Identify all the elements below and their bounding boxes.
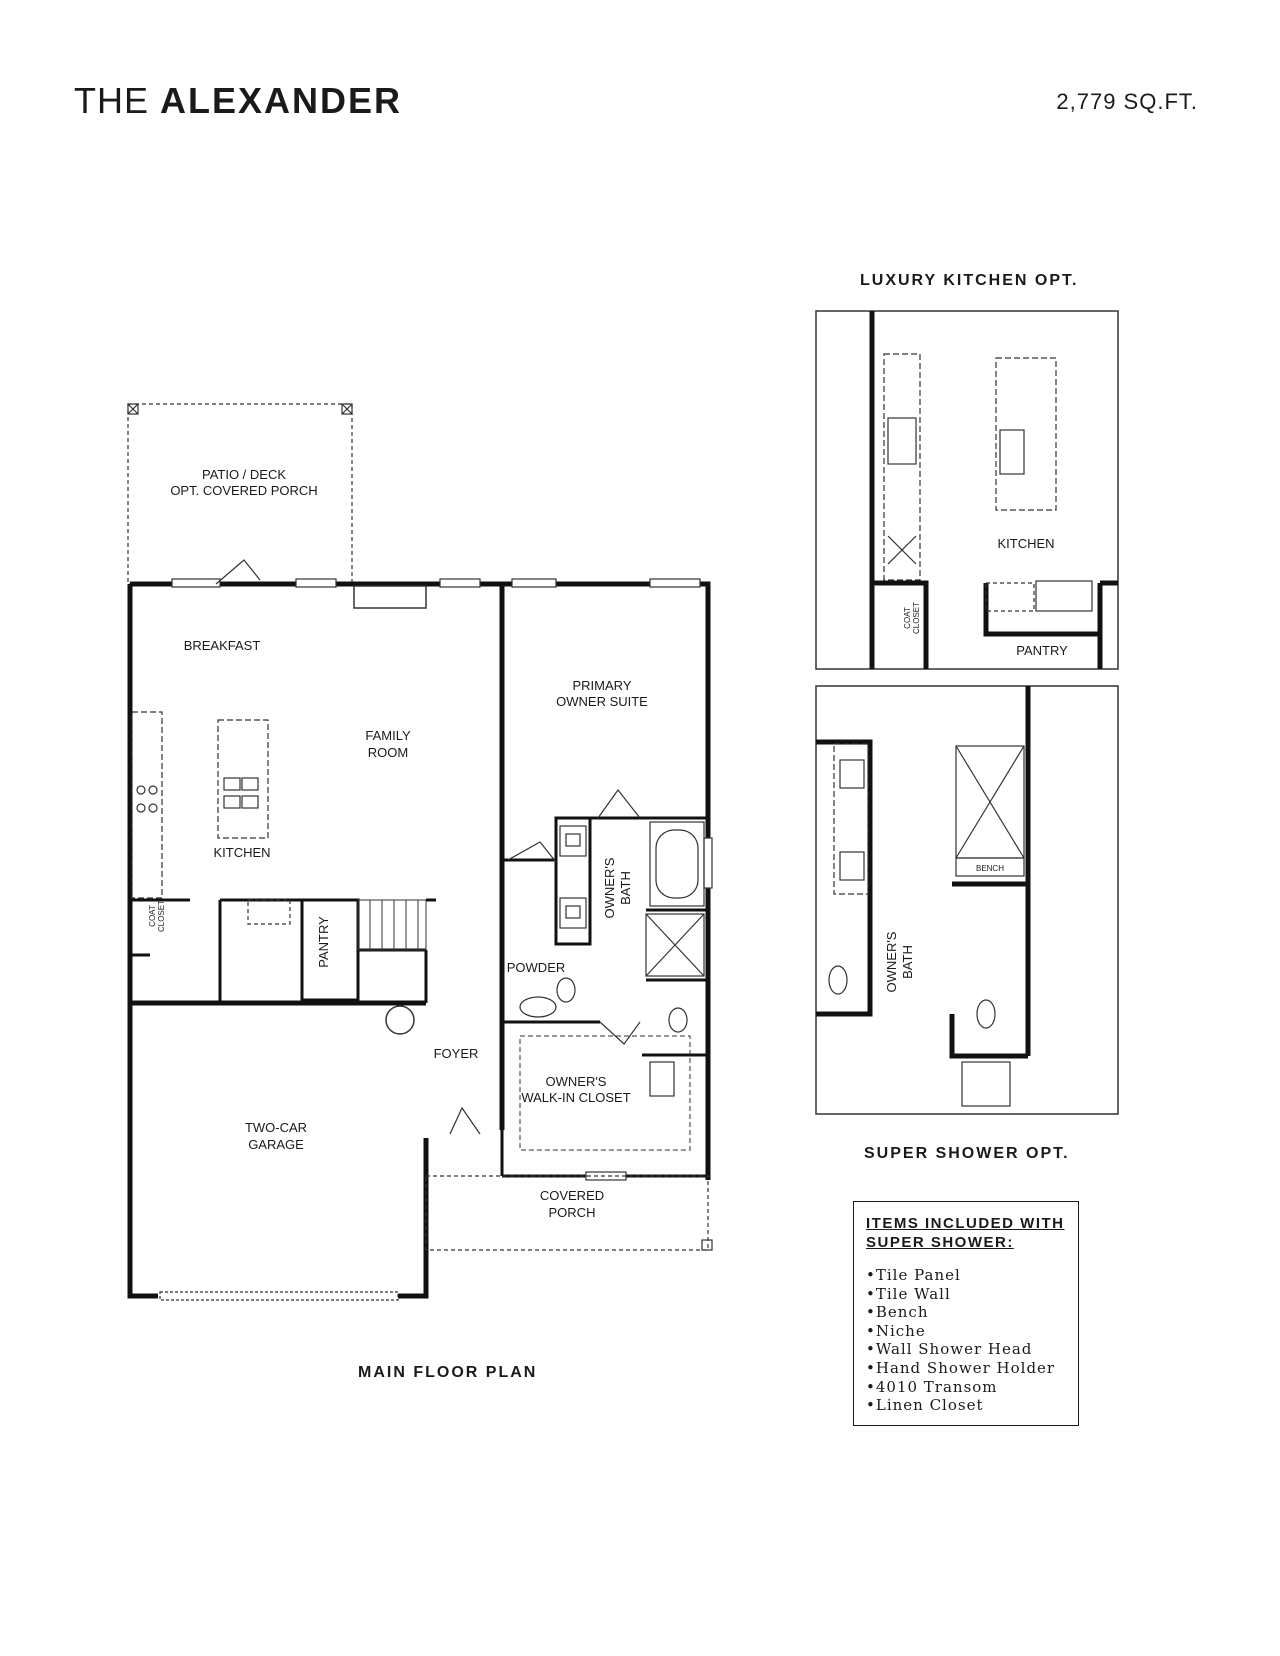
luxury-kitchen-fixtures — [883, 353, 1093, 612]
legend-item: Niche — [866, 1322, 1066, 1341]
walk-in-closet-label-line1: OWNER'S — [546, 1074, 607, 1089]
coat-closet-label-line1: COAT — [148, 905, 157, 927]
closet-shelving — [519, 1035, 691, 1151]
legend-title-line1: ITEMS INCLUDED WITH — [866, 1215, 1065, 1232]
legend-item: Hand Shower Holder — [866, 1359, 1066, 1378]
walk-in-closet-label-line2: WALK-IN CLOSET — [521, 1090, 630, 1105]
primary-suite-label-line2: OWNER SUITE — [556, 694, 648, 709]
patio-label-line2: OPT. COVERED PORCH — [170, 483, 317, 498]
legend-title-line2: SUPER SHOWER: — [866, 1234, 1014, 1251]
bench-label: BENCH — [976, 864, 1004, 873]
windows — [159, 578, 713, 1301]
super-shower-fixtures — [828, 743, 1025, 1107]
powder-label: POWDER — [507, 960, 566, 975]
luxury-coat-closet-line1: COAT — [903, 607, 912, 629]
super-shower-walls — [816, 686, 1031, 1059]
legend-item: 4010 Transom — [866, 1378, 1066, 1397]
legend-item: Wall Shower Head — [866, 1340, 1066, 1359]
super-shower-items-box: ITEMS INCLUDED WITH SUPER SHOWER: Tile P… — [853, 1201, 1079, 1426]
family-room-label-line1: FAMILY — [365, 728, 411, 743]
owners-bath-label-line2: BATH — [618, 871, 633, 905]
legend-item: Tile Wall — [866, 1285, 1066, 1304]
covered-porch-label-line1: COVERED — [540, 1188, 604, 1203]
pantry-label: PANTRY — [316, 916, 331, 968]
stairs — [357, 899, 427, 951]
garage-label-line2: GARAGE — [248, 1137, 304, 1152]
breakfast-label: BREAKFAST — [184, 638, 261, 653]
super-shower-bath-line1: OWNER'S — [884, 931, 899, 992]
luxury-kitchen-label: KITCHEN — [997, 536, 1054, 551]
kitchen-label: KITCHEN — [213, 845, 270, 860]
kitchen-fixtures — [131, 711, 291, 925]
legend-items: Tile Panel Tile Wall Bench Niche Wall Sh… — [866, 1266, 1066, 1415]
super-shower-bath-line2: BATH — [900, 945, 915, 979]
luxury-kitchen-panel — [815, 310, 1119, 670]
super-shower-panel — [815, 685, 1119, 1115]
coat-closet-label-line2: CLOSET — [157, 900, 166, 932]
luxury-coat-closet-line2: CLOSET — [912, 602, 921, 634]
doors — [215, 559, 641, 1135]
title-prefix: THE — [74, 80, 149, 121]
foyer-label: FOYER — [434, 1046, 479, 1061]
square-footage: 2,779 SQ.FT. — [1056, 89, 1198, 114]
legend-item: Bench — [866, 1303, 1066, 1322]
patio-deck — [127, 403, 353, 585]
water-heater — [385, 1005, 415, 1035]
owners-bath-label-line1: OWNER'S — [602, 857, 617, 918]
title-name: ALEXANDER — [160, 80, 403, 121]
legend-item: Linen Closet — [866, 1396, 1066, 1415]
patio-label-line1: PATIO / DECK — [202, 467, 286, 482]
luxury-pantry-label: PANTRY — [1016, 643, 1068, 658]
super-shower-caption: SUPER SHOWER OPT. — [864, 1145, 1070, 1162]
fireplace — [353, 585, 427, 609]
covered-porch-label-line2: PORCH — [549, 1205, 596, 1220]
main-plan-caption: MAIN FLOOR PLAN — [358, 1364, 538, 1381]
garage-label-line1: TWO-CAR — [245, 1120, 307, 1135]
plan-title: THE ALEXANDER — [74, 80, 402, 122]
primary-suite-label-line1: PRIMARY — [573, 678, 632, 693]
bath-fixtures — [519, 821, 705, 1097]
legend-title: ITEMS INCLUDED WITH SUPER SHOWER: — [866, 1214, 1066, 1252]
covered-porch-outline — [425, 1175, 713, 1251]
family-room-label-line2: ROOM — [368, 745, 408, 760]
luxury-kitchen-caption: LUXURY KITCHEN OPT. — [860, 272, 1079, 289]
legend-item: Tile Panel — [866, 1266, 1066, 1285]
